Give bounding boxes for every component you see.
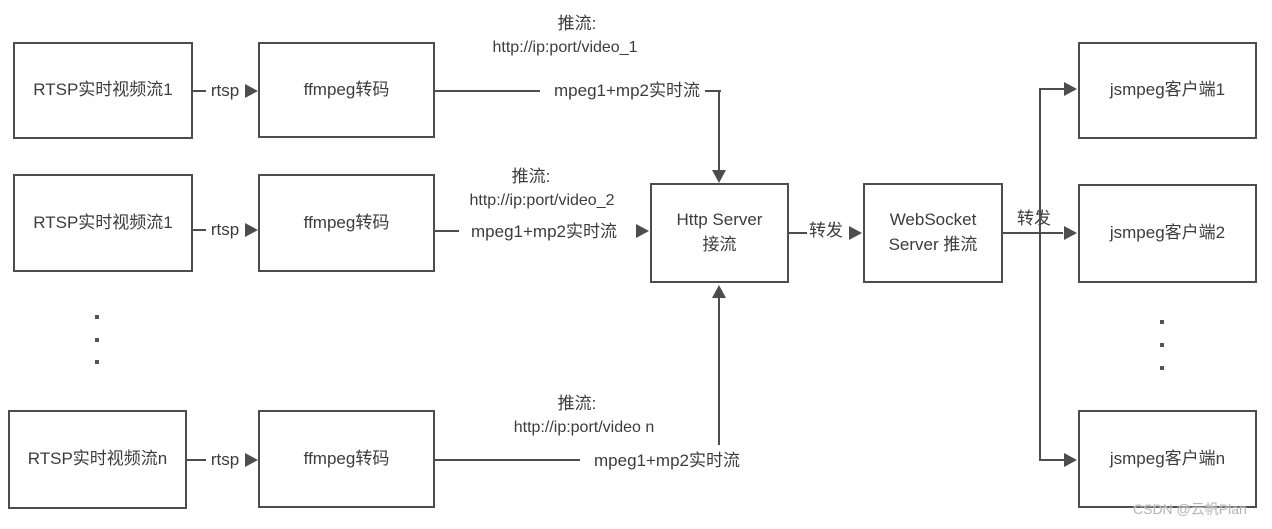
jsmpeg-client-2-box: jsmpeg客户端2	[1078, 184, 1257, 283]
arrowhead-right-icon	[849, 226, 862, 240]
http-server-box: Http Server 接流	[650, 183, 789, 283]
rtsp-protocol-label-1: rtsp	[210, 81, 240, 100]
rtsp-source-1-box: RTSP实时视频流1	[13, 42, 193, 139]
rtsp-source-1-label: RTSP实时视频流1	[33, 80, 173, 100]
connector-stream2	[433, 230, 459, 232]
connector-ws-client2	[1003, 232, 1063, 234]
rtsp-source-n-label: RTSP实时视频流n	[27, 449, 168, 469]
connector-branch-clientn	[1039, 459, 1064, 461]
connector-stream1-vertical	[718, 90, 720, 171]
jsmpeg-client-1-label: jsmpeg客户端1	[1109, 80, 1226, 100]
ellipsis-dot	[95, 360, 99, 364]
jsmpeg-client-n-box: jsmpeg客户端n	[1078, 410, 1257, 508]
ffmpeg-transcoder-1-box: ffmpeg转码	[258, 42, 435, 138]
forward-label-http-ws: 转发	[809, 221, 843, 240]
websocket-server-label-line1: WebSocket	[889, 210, 977, 230]
push-url-n: http://ip:port/video n	[513, 419, 655, 436]
stream-label-2: mpeg1+mp2实时流	[471, 222, 617, 241]
push-label-2: 推流:	[511, 167, 551, 186]
connector-streamn	[433, 459, 580, 461]
connector-streamn-vertical	[718, 297, 720, 445]
arrowhead-right-icon	[1064, 453, 1077, 467]
websocket-server-label-line2: Server 推流	[888, 235, 978, 254]
jsmpeg-client-1-box: jsmpeg客户端1	[1078, 42, 1257, 139]
rtsp-protocol-label-n: rtsp	[210, 450, 240, 469]
ffmpeg-transcoder-1-label: ffmpeg转码	[303, 79, 390, 99]
ellipsis-dot	[1160, 343, 1164, 347]
rtsp-protocol-label-2: rtsp	[210, 220, 240, 239]
connector-branch-client1	[1039, 88, 1064, 90]
ffmpeg-transcoder-n-label: ffmpeg转码	[303, 448, 390, 468]
ellipsis-dot	[1160, 320, 1164, 324]
push-label-1: 推流:	[557, 14, 597, 33]
ffmpeg-transcoder-2-label: ffmpeg转码	[303, 212, 390, 232]
arrowhead-right-icon	[1064, 82, 1077, 96]
jsmpeg-client-n-label: jsmpeg客户端n	[1109, 448, 1226, 468]
rtsp-source-2-box: RTSP实时视频流1	[13, 174, 193, 272]
watermark-text: CSDN @云帆Plan	[1133, 501, 1247, 517]
ellipsis-dot	[1160, 366, 1164, 370]
arrowhead-right-icon	[245, 453, 258, 467]
jsmpeg-client-2-label: jsmpeg客户端2	[1109, 223, 1226, 243]
connector-branch-vertical	[1039, 88, 1041, 461]
arrowhead-right-icon	[1064, 226, 1077, 240]
push-url-2: http://ip:port/video_2	[469, 192, 615, 209]
http-server-label-line2: 接流	[702, 235, 737, 254]
arrowhead-right-icon	[245, 223, 258, 237]
websocket-server-box: WebSocket Server 推流	[863, 183, 1003, 283]
connector-http-ws	[789, 232, 807, 234]
forward-label-ws-clients: 转发	[1017, 209, 1051, 228]
http-server-label-line1: Http Server	[676, 210, 763, 230]
ffmpeg-transcoder-2-box: ffmpeg转码	[258, 174, 435, 272]
rtsp-source-2-label: RTSP实时视频流1	[33, 212, 173, 232]
push-url-1: http://ip:port/video_1	[492, 39, 638, 56]
connector-stream1-b	[705, 90, 721, 92]
push-label-n: 推流:	[557, 394, 597, 413]
ffmpeg-transcoder-n-box: ffmpeg转码	[258, 410, 435, 508]
arrowhead-right-icon	[245, 84, 258, 98]
ellipsis-dot	[95, 315, 99, 319]
stream-label-1: mpeg1+mp2实时流	[554, 81, 700, 100]
connector-rtsp1	[191, 90, 206, 92]
ellipsis-dot	[95, 338, 99, 342]
connector-rtspn	[185, 459, 206, 461]
arrowhead-right-icon	[636, 224, 649, 238]
arrowhead-up-icon	[712, 285, 726, 298]
stream-label-n: mpeg1+mp2实时流	[594, 451, 740, 470]
connector-stream1-a	[433, 90, 540, 92]
connector-rtsp2	[191, 229, 206, 231]
rtsp-source-n-box: RTSP实时视频流n	[8, 410, 187, 509]
arrowhead-down-icon	[712, 170, 726, 183]
